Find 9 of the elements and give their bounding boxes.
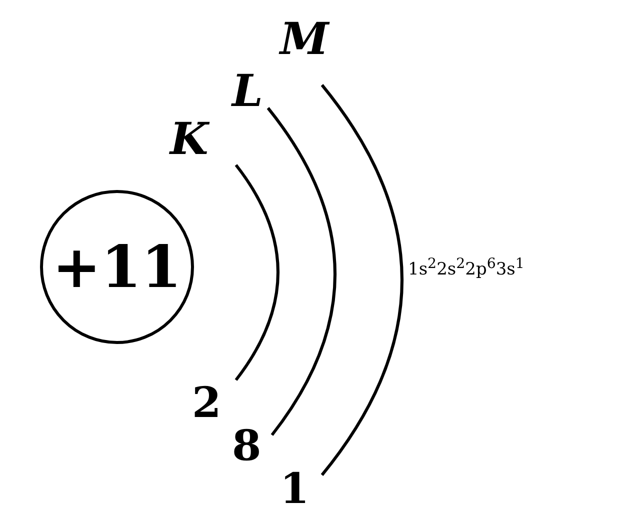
electron-count: 2 bbox=[192, 382, 222, 424]
nucleus-charge: +11 bbox=[52, 238, 182, 296]
shell-letter: K bbox=[170, 118, 208, 162]
electron-count: 8 bbox=[232, 425, 262, 467]
electron-configuration: 1s$^{2}$2s$^{2}$2p$^{6}$3s$^{1}$ bbox=[408, 256, 524, 280]
shell-letter: M bbox=[280, 18, 329, 62]
nucleus-circle bbox=[40, 190, 194, 344]
electron-count: 1 bbox=[280, 468, 310, 510]
shell-letter: L bbox=[232, 70, 263, 114]
